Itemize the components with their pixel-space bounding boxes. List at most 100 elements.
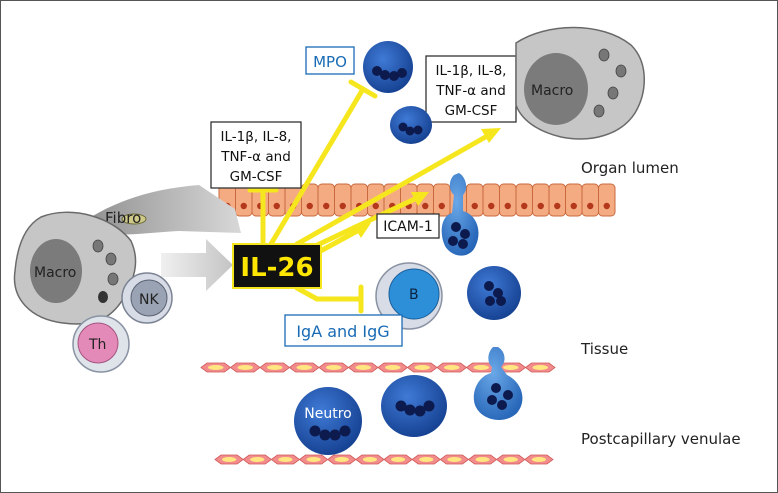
epithelial-cell — [598, 183, 616, 217]
neutrophil-transmigrating-vessel-nucleus — [487, 383, 513, 410]
fibroblast-cell — [73, 185, 241, 235]
endothelial-nucleus — [385, 365, 401, 370]
label-cytokines-right-3: GM-CSF — [445, 103, 498, 119]
vessel-wall-bottom — [214, 454, 554, 465]
neutrophil-transmigrating-epi-nucleus — [448, 222, 470, 249]
macro-right-granule-1 — [598, 48, 610, 62]
epithelial-nucleus — [471, 202, 478, 210]
epithelial-cell — [334, 183, 352, 217]
neutrophil-lumen-top — [363, 41, 413, 93]
neutrophil-venule-middle-nucleus — [395, 400, 435, 417]
label-macro-right: Macro — [531, 83, 573, 99]
endothelial-nucleus — [296, 365, 312, 370]
line-to-b-cell — [294, 285, 364, 302]
endothelial-nucleus — [444, 365, 460, 370]
endothelial-nucleus — [208, 365, 224, 370]
label-neutro: Neutro — [304, 406, 351, 422]
endothelial-nucleus — [267, 365, 283, 370]
epithelial-nucleus — [488, 202, 495, 210]
neutrophil-venule-neutro — [294, 387, 362, 455]
line-to-mpo — [268, 86, 366, 247]
epithelial-nucleus — [240, 202, 247, 210]
epithelial-cell — [565, 183, 583, 217]
il26-effect-lines — [247, 79, 492, 314]
neutrophil-lumen-small — [390, 106, 432, 144]
neutrophil-tissue-nucleus — [484, 281, 506, 306]
macro-left-granule-4 — [98, 291, 108, 303]
label-nk: NK — [139, 292, 159, 308]
label-organ-lumen: Organ lumen — [581, 159, 679, 177]
endothelial-nucleus — [531, 457, 547, 462]
epithelial-nucleus — [273, 202, 280, 210]
epithelial-nucleus — [504, 202, 511, 210]
neutrophil-lumen-top-nucleus — [372, 66, 407, 81]
label-mpo: MPO — [313, 53, 347, 71]
label-fibro: Fibro — [105, 209, 141, 227]
endothelial-nucleus — [326, 365, 342, 370]
epithelial-nucleus — [570, 202, 577, 210]
macro-left-granule-2 — [105, 252, 117, 266]
arrowhead-cytokines-right — [481, 128, 501, 143]
epithelial-nucleus — [438, 202, 445, 210]
label-cytokines-left-3: GM-CSF — [230, 169, 283, 185]
epithelial-cell — [317, 183, 335, 217]
label-cytokines-right-1: IL-1β, IL-8, — [436, 63, 507, 79]
epithelial-cell — [466, 183, 484, 217]
icam-box — [376, 213, 440, 239]
epithelial-cell — [532, 183, 550, 217]
big-gray-arrow — [161, 239, 233, 291]
vessel-wall-top — [200, 362, 556, 373]
endothelial-nucleus — [503, 457, 518, 462]
th-nucleus — [77, 322, 119, 364]
endothelial-nucleus — [250, 457, 265, 462]
b-cell-nucleus — [388, 268, 440, 320]
epithelial-nucleus — [372, 202, 379, 210]
epithelial-nucleus — [537, 202, 544, 210]
epithelial-cell — [548, 183, 566, 217]
epithelial-cell — [499, 183, 517, 217]
macrophage-right-nucleus — [524, 53, 588, 125]
neutrophil-lumen-small-nucleus — [398, 122, 423, 136]
epithelial-nucleus — [603, 202, 610, 210]
endothelial-nucleus — [334, 457, 349, 462]
label-tissue: Tissue — [580, 340, 628, 358]
epithelial-cell — [581, 183, 599, 217]
endothelial-nucleus — [237, 365, 253, 370]
label-b-cell: B — [409, 287, 419, 303]
epithelial-cell — [482, 183, 500, 217]
macro-right-granule-3 — [607, 86, 619, 100]
line-to-icam — [314, 227, 362, 256]
iga-igg-box — [284, 314, 403, 347]
label-cytokines-left-1: IL-1β, IL-8, — [221, 129, 292, 145]
endothelial-nucleus — [362, 457, 377, 462]
nk-nucleus — [130, 279, 168, 317]
epithelial-nucleus — [521, 202, 528, 210]
endothelial-nucleus — [306, 457, 321, 462]
endothelial-nucleus — [475, 457, 490, 462]
epithelial-nucleus — [306, 202, 313, 210]
fibroblast-nucleus — [121, 213, 147, 225]
cytokines-left-box — [210, 121, 302, 189]
label-icam: ICAM-1 — [383, 219, 433, 235]
endothelial-nucleus — [278, 457, 293, 462]
label-iga-igg: IgA and IgG — [296, 322, 389, 341]
arrowhead-icam — [353, 223, 371, 238]
epithelial-nucleus — [554, 202, 561, 210]
epithelial-nucleus — [422, 202, 429, 210]
arrowhead-lumen — [411, 192, 429, 206]
label-th: Th — [88, 337, 106, 353]
endothelial-nucleus — [419, 457, 434, 462]
endothelial-nucleus — [473, 365, 489, 370]
neutrophil-venule-middle — [381, 375, 447, 437]
bar-mpo — [348, 79, 378, 99]
epithelial-nucleus — [323, 202, 330, 210]
neutrophil-venule-neutro-nucleus — [309, 425, 351, 441]
line-to-cytokines-right — [294, 132, 492, 247]
epithelial-cell — [515, 183, 533, 217]
line-to-lumen — [308, 194, 422, 251]
macrophage-left-nucleus — [30, 239, 82, 303]
endothelial-nucleus — [447, 457, 462, 462]
macro-left-granule-1 — [92, 239, 104, 253]
